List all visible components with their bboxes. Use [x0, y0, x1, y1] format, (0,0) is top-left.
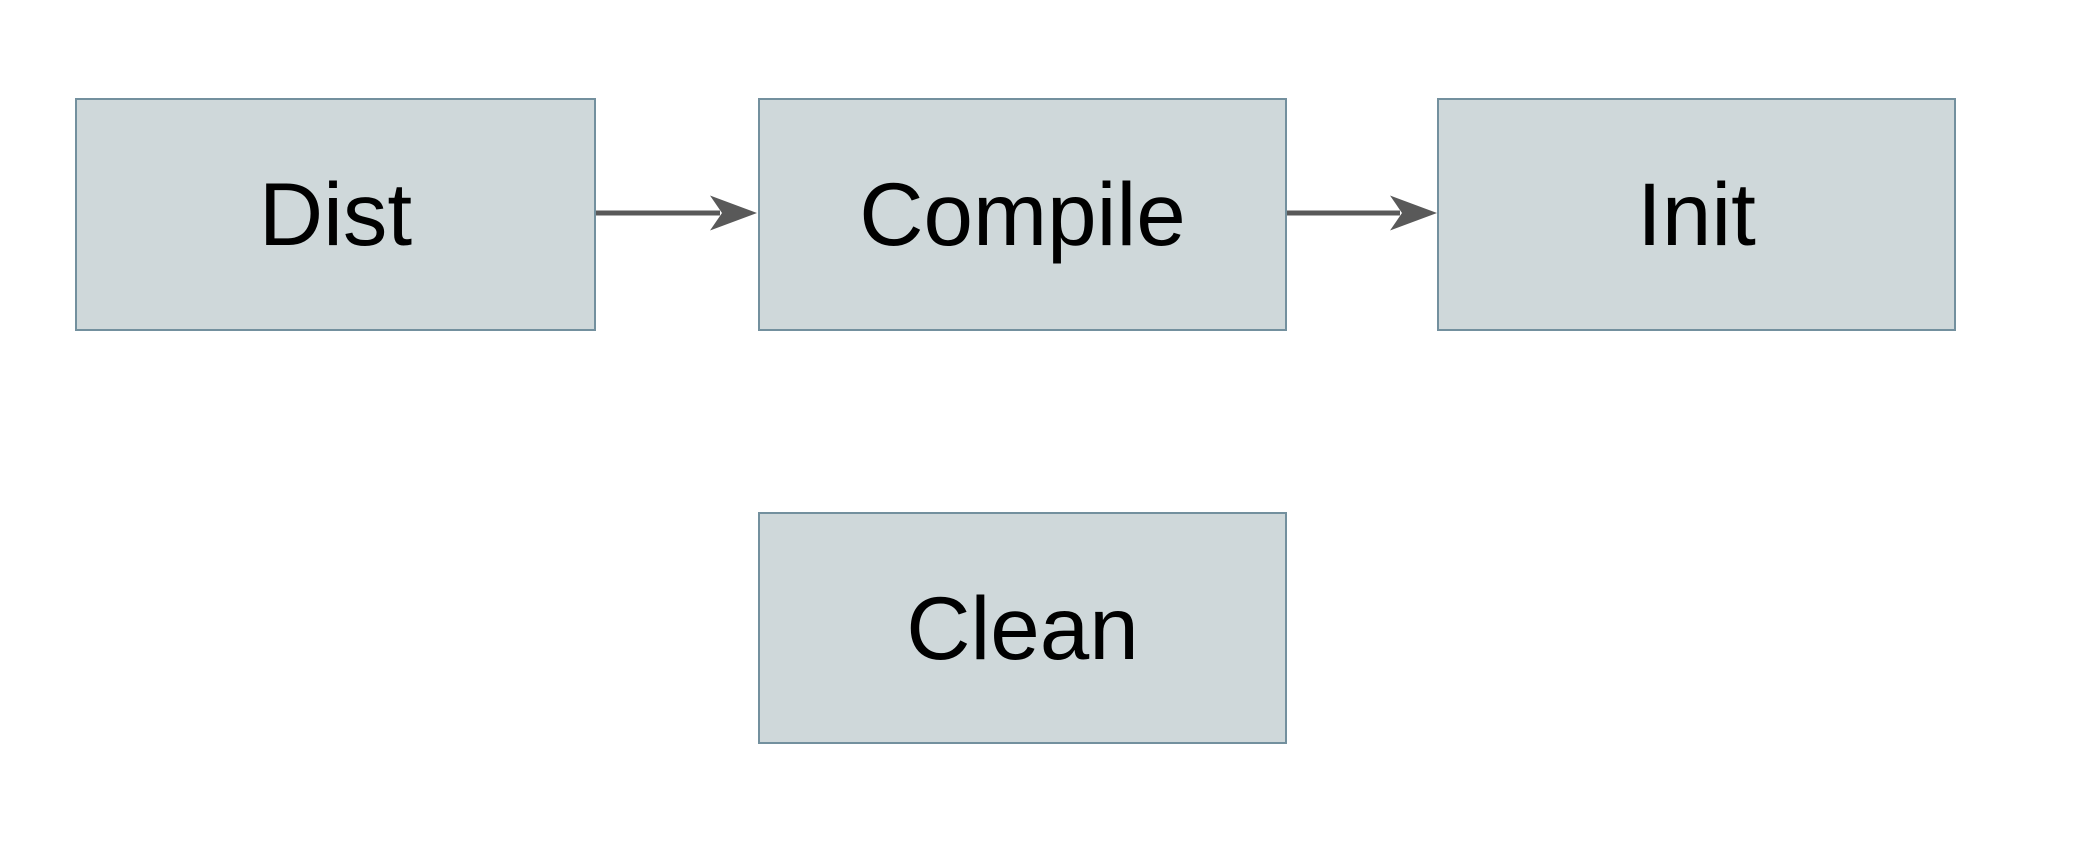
node-label-init: Init: [1637, 164, 1756, 264]
flowchart-node-init: Init: [1437, 98, 1956, 331]
node-label-dist: Dist: [258, 164, 413, 264]
arrow-dist-to-compile-icon: [596, 195, 757, 231]
node-label-compile: Compile: [859, 164, 1186, 264]
flowchart-node-clean: Clean: [758, 512, 1287, 744]
flowchart-node-compile: Compile: [758, 98, 1287, 331]
flowchart-node-dist: Dist: [75, 98, 596, 331]
arrow-compile-to-init-icon: [1287, 195, 1437, 231]
node-label-clean: Clean: [906, 577, 1139, 678]
